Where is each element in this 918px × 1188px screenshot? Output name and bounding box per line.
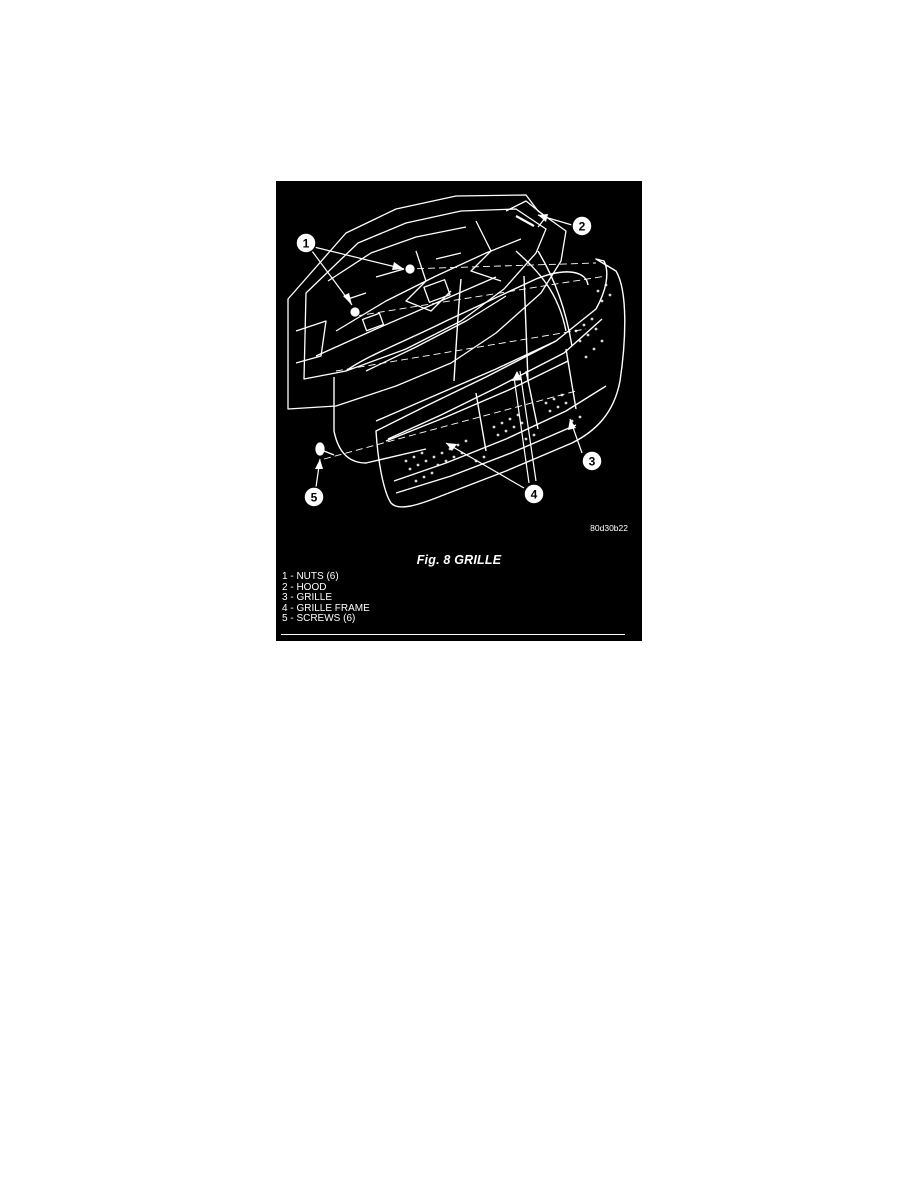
svg-text:3: 3 <box>589 455 596 469</box>
caption-rule <box>281 634 625 635</box>
svg-text:4: 4 <box>531 488 538 502</box>
callout-1: 1 <box>295 232 317 254</box>
legend-item: 1 - NUTS (6) <box>282 571 339 582</box>
legend-item: 4 - GRILLE FRAME <box>282 602 370 614</box>
grille-frame-illustration <box>333 250 589 464</box>
legend-item: 2 - HOOD <box>282 581 327 593</box>
grille-mesh <box>404 283 612 483</box>
callout-5: 5 <box>303 486 325 508</box>
svg-text:2: 2 <box>579 220 586 234</box>
legend-item: 5 - SCREWS (6) <box>282 613 356 624</box>
screw-hardware <box>315 442 335 456</box>
grille-exploded-drawing: 1 2 3 4 5 <box>287 194 626 508</box>
callout-4: 4 <box>523 483 545 505</box>
legend-item: 3 - GRILLE <box>282 592 333 603</box>
callout-2: 2 <box>571 215 593 237</box>
nut-hardware <box>349 263 416 318</box>
hood-illustration <box>287 194 567 410</box>
callout-3: 3 <box>581 450 603 472</box>
figure-legend: 1 - NUTS (6) 2 - HOOD 3 - GRILLE 4 - GRI… <box>282 571 370 625</box>
figure-caption: Fig. 8 GRILLE 1 - NUTS (6) 2 - HOOD 3 - … <box>276 553 642 641</box>
grille-figure: 1 2 3 4 5 80d30b22 Fig. 8 GRILLE 1 - NUT… <box>276 181 642 641</box>
figure-code: 80d30b22 <box>590 523 628 533</box>
leader-arrowheads <box>315 214 576 469</box>
svg-text:5: 5 <box>311 491 318 505</box>
svg-text:1: 1 <box>303 237 310 251</box>
grille-illustration <box>375 258 626 508</box>
figure-title: Fig. 8 GRILLE <box>416 553 502 567</box>
alignment-lines <box>323 262 607 460</box>
